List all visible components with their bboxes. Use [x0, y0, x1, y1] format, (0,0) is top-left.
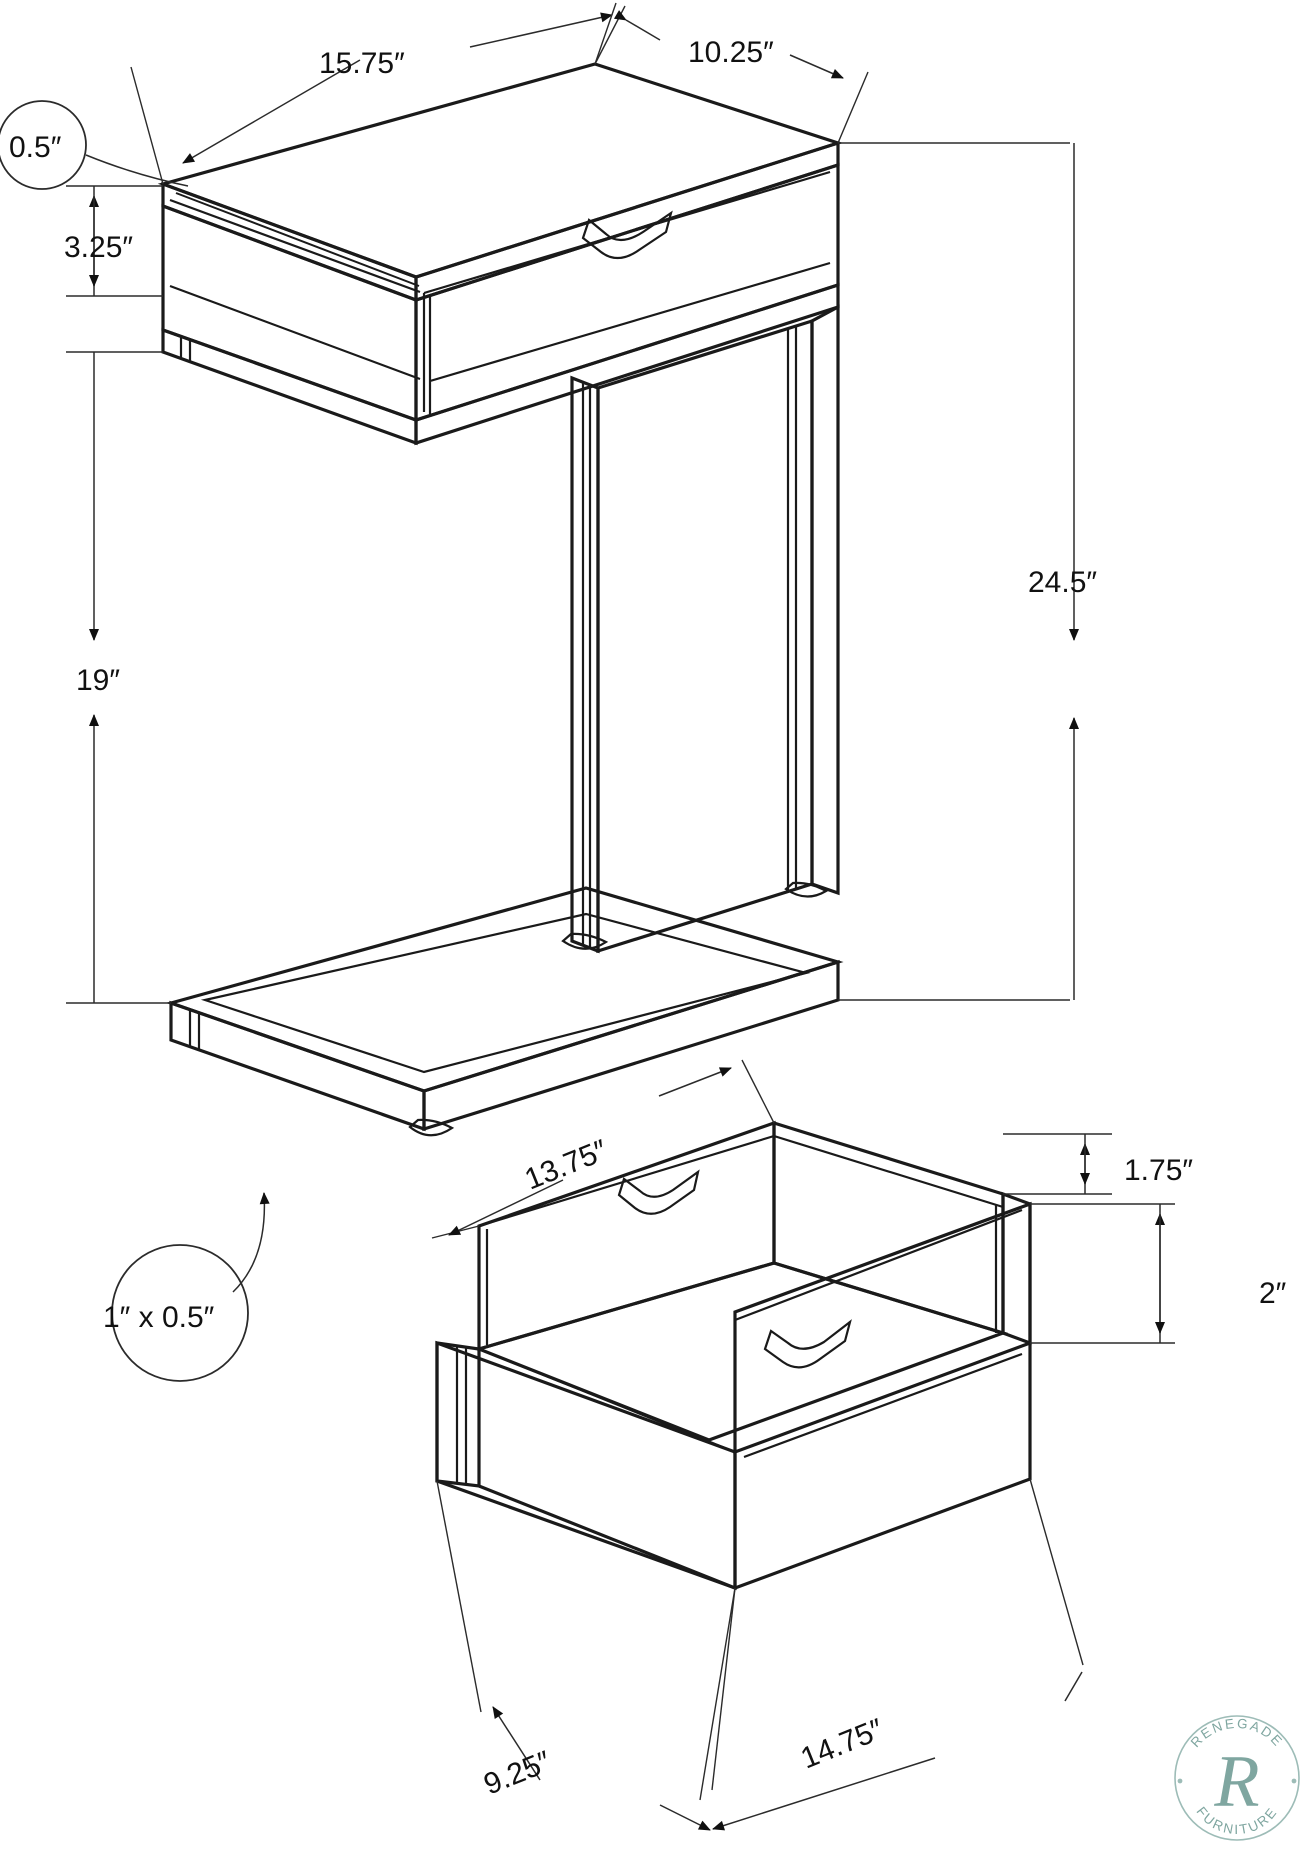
right-leg-column	[810, 304, 840, 896]
callout-circle-top-thickness	[0, 100, 87, 190]
table-assembly-drawing	[157, 62, 844, 1137]
dimension-label-drawer-outer-width: 14.75″	[796, 1713, 888, 1776]
callout-circle-frame-profile	[111, 1244, 249, 1382]
callout-label-top-thickness: 0.5″	[9, 131, 62, 164]
cabinet-bottom-rail	[161, 282, 840, 446]
table-top	[157, 62, 844, 303]
brand-logo: RENEGADE FURNITURE R	[1174, 1715, 1300, 1841]
dimension-top-depth: 10.25″	[594, 2, 869, 144]
dimension-top-width: 15.75″	[130, 5, 626, 185]
dimension-drawer-back-height: 2″	[1030, 1203, 1287, 1344]
callout-frame-profile: 1″ x 0.5″	[103, 1192, 270, 1382]
drawer-detail-drawing	[435, 1120, 1032, 1591]
dimension-drawer-inner-width: 13.75″	[431, 1059, 775, 1239]
dimension-overall-height: 24.5″	[838, 142, 1097, 1001]
dimension-label-top-depth: 10.25″	[688, 36, 774, 69]
callout-top-thickness: 0.5″	[0, 100, 189, 190]
floor-glides	[408, 881, 829, 1137]
callout-label-frame-profile: 1″ x 0.5″	[103, 1301, 215, 1334]
logo-dot-left	[1177, 1778, 1183, 1784]
dimension-label-top-width: 15.75″	[319, 47, 405, 80]
dimension-label-drawer-back-height: 2″	[1259, 1277, 1287, 1310]
dimension-drawer-side-height: 1.75″	[1003, 1133, 1193, 1195]
dimension-drawer-face-height: 3.25″	[64, 185, 163, 297]
logo-dot-right	[1291, 1778, 1297, 1784]
logo-outer-ring	[1174, 1715, 1300, 1841]
dimension-label-drawer-face-height: 3.25″	[64, 231, 133, 264]
dimension-label-drawer-side-height: 1.75″	[1124, 1154, 1193, 1187]
dimension-clearance-height: 19″	[66, 351, 171, 1004]
drawer-cabinet	[161, 162, 840, 423]
logo-monogram: R	[1213, 1741, 1259, 1823]
dimension-label-overall-height: 24.5″	[1028, 566, 1097, 599]
base-platform	[165, 886, 844, 1132]
dimension-label-drawer-depth: 9.25″	[479, 1745, 556, 1802]
dimension-label-clearance-height: 19″	[76, 664, 120, 697]
dimension-label-drawer-inner-width: 13.75″	[520, 1134, 612, 1197]
vertical-support-post	[570, 318, 814, 954]
